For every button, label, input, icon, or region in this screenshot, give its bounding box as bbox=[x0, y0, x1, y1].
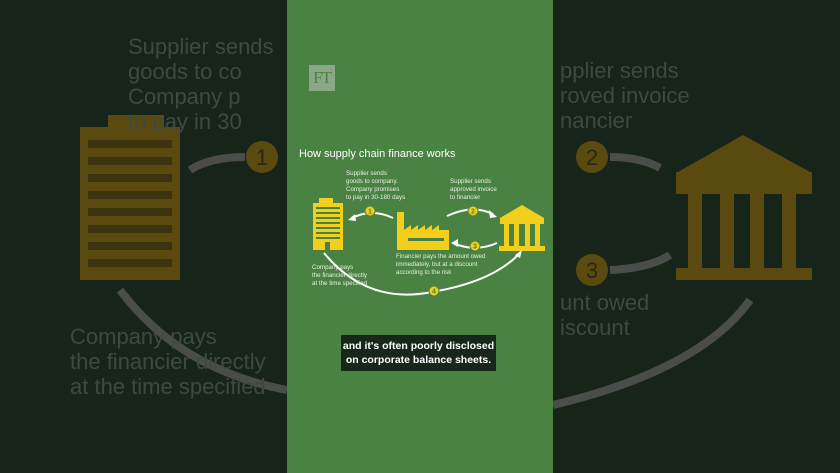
bank-icon-bg bbox=[676, 135, 812, 280]
ft-logo: FT bbox=[309, 65, 335, 91]
step-1-number-bg: 1 bbox=[256, 145, 268, 170]
step-1-label: Supplier sends goods to company. Company… bbox=[346, 170, 406, 201]
bg-text-bottom-left: Company pays the financier directly at t… bbox=[70, 324, 266, 399]
factory-icon bbox=[397, 212, 449, 250]
company-building-icon bbox=[313, 198, 343, 250]
step-2-label: Supplier sends approved invoice to finan… bbox=[450, 178, 497, 201]
bg-text-top-right: pplier sends roved invoice nancier bbox=[560, 58, 690, 133]
step-2-number: 2 bbox=[471, 209, 475, 216]
bank-icon bbox=[499, 205, 545, 251]
step-4-label: Company pays the financier directly at t… bbox=[312, 264, 368, 287]
step-3-label: Financier pays the amount owed immediate… bbox=[396, 253, 486, 276]
bg-text-bottom-right: unt owed iscount bbox=[560, 290, 650, 340]
bg-text-top-left: Supplier sends goods to co Company p to … bbox=[128, 34, 274, 134]
step-2-circle-bg bbox=[576, 141, 608, 173]
step-2-number-bg: 2 bbox=[586, 145, 598, 170]
subtitle-text: and it's often poorly disclosed on corpo… bbox=[342, 340, 495, 366]
step-1-circle-bg bbox=[246, 141, 278, 173]
video-subtitle: and it's often poorly disclosed on corpo… bbox=[341, 335, 496, 371]
step-3-number-bg: 3 bbox=[586, 258, 598, 283]
supply-chain-diagram: 1 2 3 4 bbox=[313, 198, 545, 297]
video-panel[interactable]: 1 2 3 4 FT How supply chain finance work… bbox=[287, 0, 553, 473]
step-3-circle-bg bbox=[576, 254, 608, 286]
building-icon-bg bbox=[80, 115, 180, 280]
step-1-number: 1 bbox=[368, 209, 372, 216]
step-4-number: 4 bbox=[432, 289, 436, 296]
diagram-title: How supply chain finance works bbox=[299, 148, 456, 160]
step-3-number: 3 bbox=[473, 244, 477, 251]
